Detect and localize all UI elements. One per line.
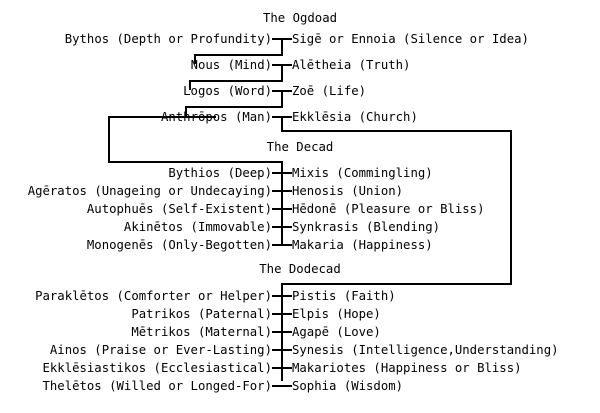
aeon-right-label: Agapē (Love) <box>292 325 381 339</box>
descent-line <box>189 80 283 82</box>
decad-spine-line <box>281 161 283 244</box>
aeon-left-label: Paraklētos (Comforter or Helper) <box>35 289 272 303</box>
aeon-right-label: Elpis (Hope) <box>292 307 381 321</box>
aeon-left-label: Ekklēsiastikos (Ecclesiastical) <box>42 361 272 375</box>
dodecad-branch-line <box>281 283 512 285</box>
dodecad-branch-line <box>510 130 512 285</box>
aeon-right-label: Hēdonē (Pleasure or Bliss) <box>292 202 485 216</box>
section-header-decad: The Decad <box>266 140 334 154</box>
aeon-right-label: Mixis (Commingling) <box>292 166 433 180</box>
pair-connector-line <box>272 313 292 315</box>
pair-connector-line <box>272 244 292 246</box>
descent-line <box>194 54 196 64</box>
descent-line <box>185 106 187 116</box>
aeon-right-label: Sophia (Wisdom) <box>292 379 404 393</box>
aeon-right-label: Sigē or Ennoia (Silence or Idea) <box>292 32 529 46</box>
aeon-left-label: Ainos (Praise or Ever-Lasting) <box>49 343 272 357</box>
aeon-left-label: Akinētos (Immovable) <box>123 220 272 234</box>
pair-connector-line <box>272 226 292 228</box>
aeon-right-label: Synesis (Intelligence,Understanding) <box>292 343 559 357</box>
aeon-left-label: Patrikos (Paternal) <box>131 307 272 321</box>
aeon-left-label: Nous (Mind) <box>190 58 272 72</box>
aeon-left-label: Monogenēs (Only-Begotten) <box>86 238 272 252</box>
decad-branch-line <box>108 161 283 163</box>
decad-branch-line <box>108 116 110 163</box>
pair-connector-line <box>272 295 292 297</box>
aeon-right-label: Pistis (Faith) <box>292 289 396 303</box>
aeon-right-label: Zoē (Life) <box>292 84 367 98</box>
aeon-right-label: Alētheia (Truth) <box>292 58 411 72</box>
dodecad-branch-line <box>281 116 283 132</box>
aeon-right-label: Synkrasis (Blending) <box>292 220 441 234</box>
aeon-right-label: Makaria (Happiness) <box>292 238 433 252</box>
aeon-right-label: Ekklēsia (Church) <box>292 110 418 124</box>
pair-connector-line <box>272 367 292 369</box>
descent-line <box>281 90 283 108</box>
descent-line <box>281 64 283 82</box>
aeon-left-label: Mētrikos (Maternal) <box>131 325 272 339</box>
pair-connector-line <box>272 331 292 333</box>
section-header-ogdoad: The Ogdoad <box>262 11 338 25</box>
pair-connector-line <box>272 172 292 174</box>
descent-line <box>194 54 283 56</box>
pair-connector-line <box>272 190 292 192</box>
aeon-left-label: Autophuēs (Self-Existent) <box>86 202 272 216</box>
aeon-left-label: Thelētos (Willed or Longed-For) <box>42 379 272 393</box>
aeon-left-label: Bythios (Deep) <box>168 166 272 180</box>
aeon-left-label: Bythos (Depth or Profundity) <box>64 32 272 46</box>
dodecad-branch-line <box>281 130 512 132</box>
descent-line <box>189 80 191 90</box>
descent-line <box>185 106 283 108</box>
decad-branch-line <box>108 116 216 118</box>
aeon-right-label: Henosis (Union) <box>292 184 404 198</box>
section-header-dodecad: The Dodecad <box>259 262 341 276</box>
aeon-left-label: Logos (Word) <box>183 84 272 98</box>
pair-connector-line <box>272 385 292 387</box>
aeon-left-label: Agēratos (Unageing or Undecaying) <box>27 184 272 198</box>
pair-connector-line <box>272 208 292 210</box>
descent-line <box>281 38 283 56</box>
aeon-right-label: Makariotes (Happiness or Bliss) <box>292 361 522 375</box>
pair-connector-line <box>272 349 292 351</box>
